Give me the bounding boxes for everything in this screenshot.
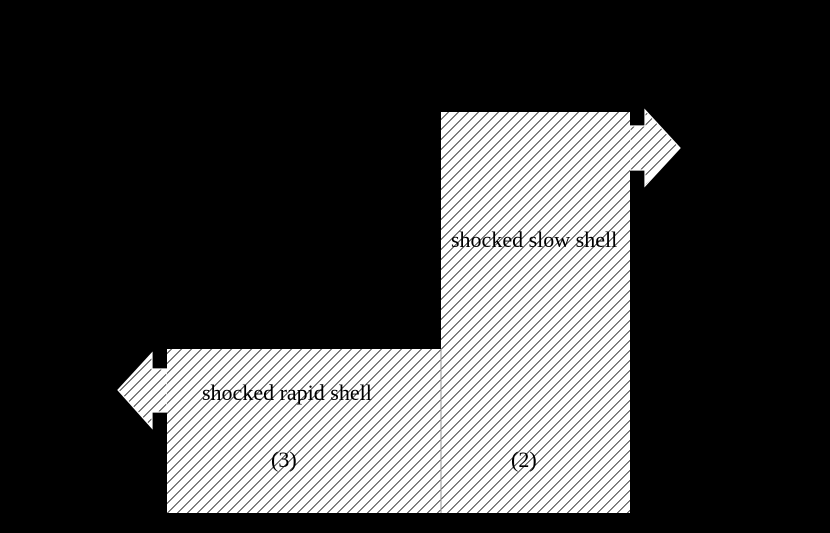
slow-shell-arrow-glyph	[629, 108, 681, 188]
rapid-shell-arrow-glyph	[117, 351, 168, 430]
rapid-shell-arrow	[117, 351, 168, 430]
slow-shell-arrow	[629, 108, 681, 188]
shell-body-region	[167, 112, 630, 513]
